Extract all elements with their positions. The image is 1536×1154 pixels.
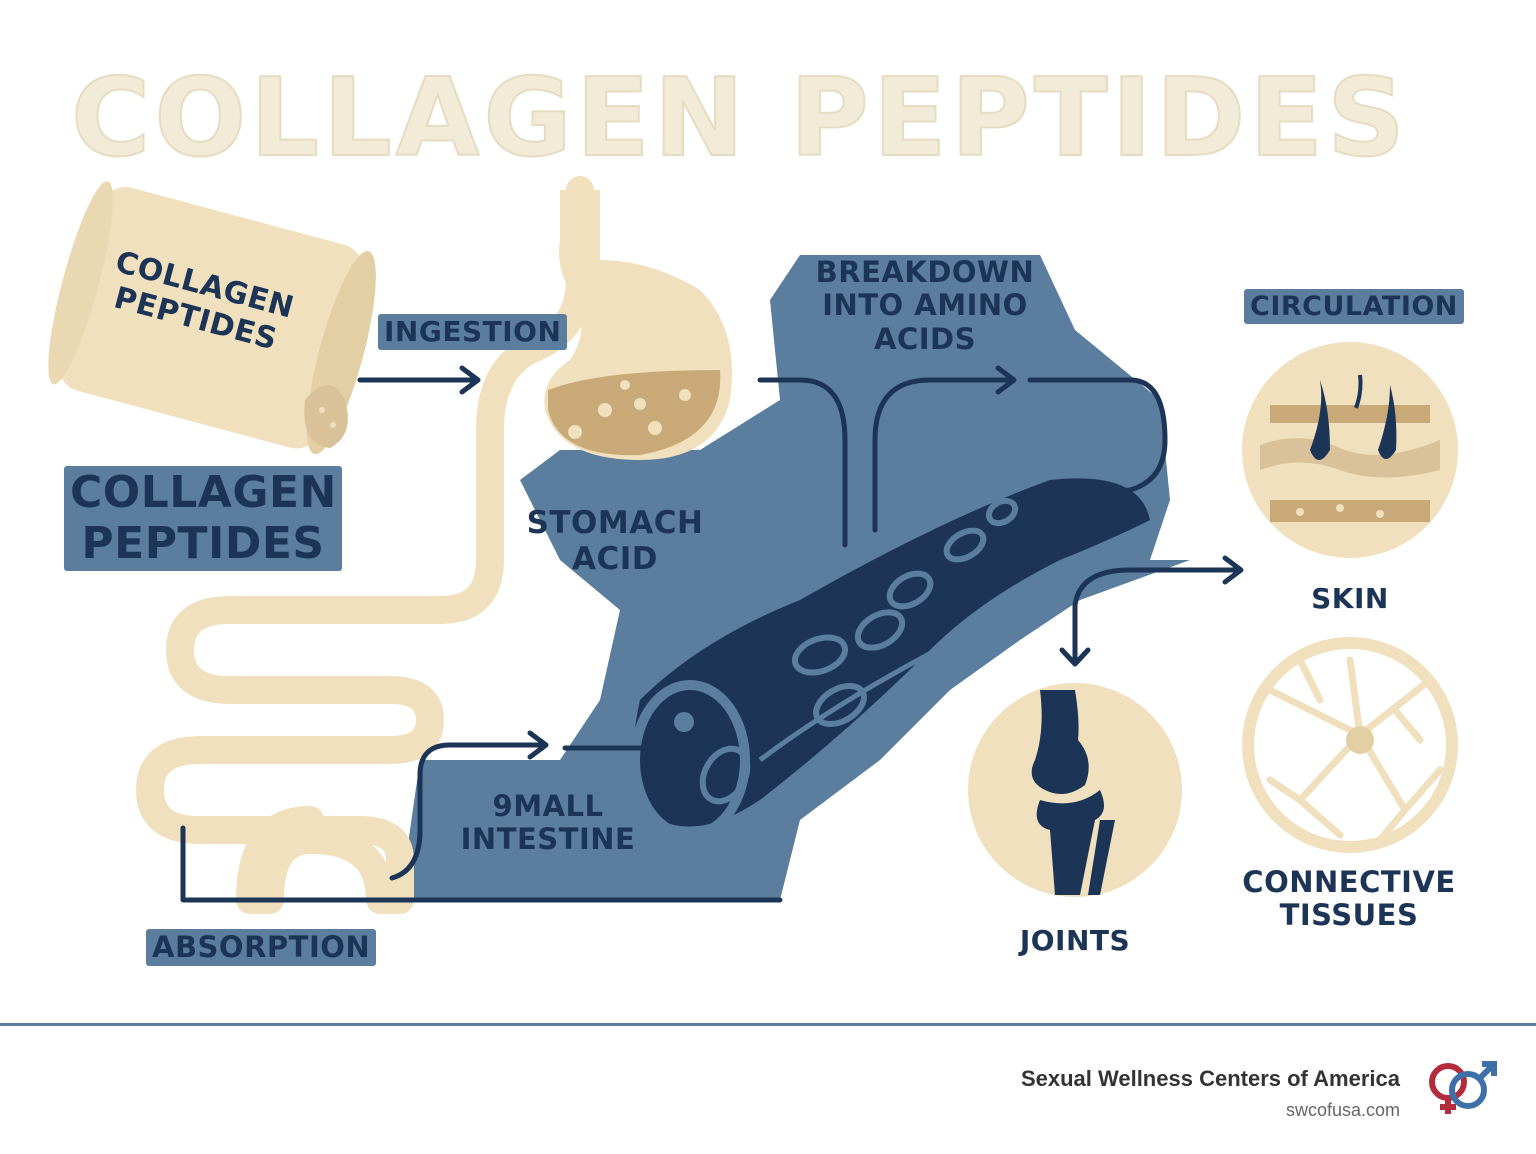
joints-label: JOINTS [1019,924,1131,957]
flow-lines [180,365,1244,903]
stomach-acid-label: STOMACH ACID [526,505,704,577]
connective-tissue-icon [1242,637,1458,853]
stomach-icon [544,190,732,460]
joint-icon [968,683,1182,897]
breakdown-label: BREAKDOWN INTO AMINO ACIDS [815,255,1035,356]
footer-divider [0,1023,1536,1026]
main-title: COLLAGEN PEPTIDES [70,55,1409,182]
circulation-label: CIRCULATION [1244,289,1464,325]
intestine-icon [136,176,594,914]
product-label: COLLAGEN PEPTIDES [64,466,342,572]
small-intestine-label: 9MALL INTESTINE [460,789,636,857]
brand-url[interactable]: swcofusa.com [1285,1100,1400,1120]
blue-background-blob [400,255,1190,900]
gender-logo-icon [1429,1061,1497,1114]
absorption-label: ABSORPTION [146,929,377,967]
skin-icon [1242,342,1458,558]
powder-jar-icon [48,181,376,455]
brand-name[interactable]: Sexual Wellness Centers of America [1020,1066,1400,1091]
connective-tissues-label: CONNECTIVE TISSUES [1242,865,1456,933]
diagram-stage: COLLAGEN PEPTIDES COLLAGEN PEPTIDES COLL… [48,55,1464,967]
skin-label: SKIN [1311,582,1389,615]
blood-vessel-icon [630,478,1150,840]
digestion-diagram [48,176,1458,914]
ingestion-label: INGESTION [378,314,568,351]
